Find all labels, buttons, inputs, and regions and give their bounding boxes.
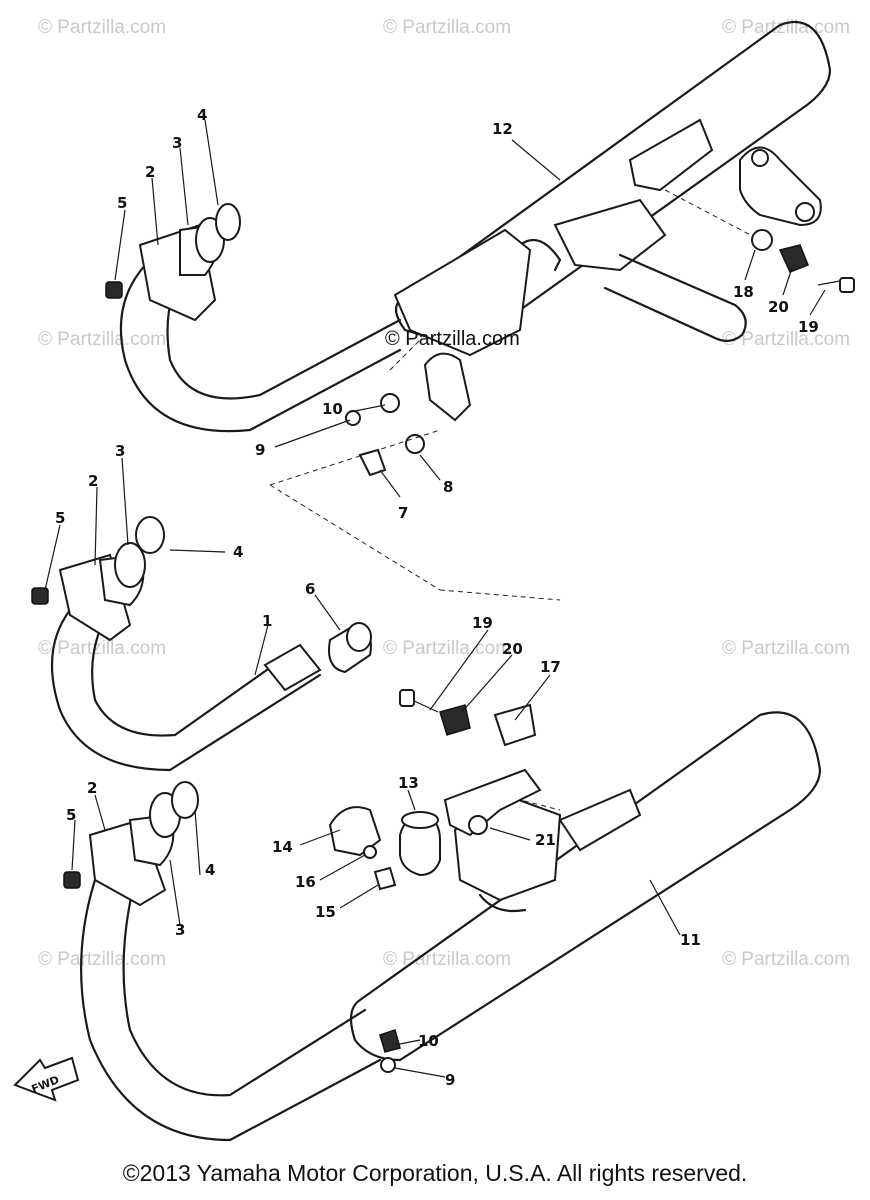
callout-10: 10	[322, 400, 343, 418]
callout-5: 5	[117, 194, 127, 212]
callout-4: 4	[197, 106, 207, 124]
watermark-text: © Partzilla.com	[383, 17, 511, 38]
callout-9: 9	[255, 441, 265, 459]
callout-9: 9	[445, 1071, 455, 1089]
callout-15: 15	[315, 903, 336, 921]
callout-17: 17	[540, 658, 561, 676]
callout-3: 3	[172, 134, 182, 152]
callout-2: 2	[88, 472, 98, 490]
collar-part-6	[328, 622, 372, 674]
callout-18: 18	[733, 283, 754, 301]
exhaust-pipe-upper	[105, 203, 402, 433]
center-watermark: © Partzilla.com	[385, 328, 520, 350]
callout-19: 19	[798, 318, 819, 336]
callout-21: 21	[535, 831, 556, 849]
callout-3: 3	[175, 921, 185, 939]
callout-5: 5	[66, 806, 76, 824]
callout-10: 10	[418, 1032, 439, 1050]
watermark-text: © Partzilla.com	[383, 638, 511, 659]
forward-direction-arrow: FWD	[13, 1056, 80, 1102]
muffler-upper-part-12	[393, 20, 832, 357]
callout-8: 8	[443, 478, 453, 496]
watermark-grid: © Partzilla.com © Partzilla.com © Partzi…	[38, 17, 850, 970]
callout-3: 3	[115, 442, 125, 460]
watermark-text: © Partzilla.com	[722, 949, 850, 970]
callout-4: 4	[233, 543, 243, 561]
callout-4: 4	[205, 861, 215, 879]
hardware-lower	[328, 689, 542, 1073]
callout-6: 6	[305, 580, 315, 598]
callout-1: 1	[262, 612, 272, 630]
callout-12: 12	[492, 120, 513, 138]
callout-11: 11	[680, 931, 701, 949]
watermark-text: © Partzilla.com	[38, 329, 166, 350]
exhaust-pipe-middle-part-1	[31, 516, 322, 772]
watermark-text: © Partzilla.com	[38, 638, 166, 659]
callout-16: 16	[295, 873, 316, 891]
watermark-text: © Partzilla.com	[38, 17, 166, 38]
watermark-text: © Partzilla.com	[383, 949, 511, 970]
exhaust-pipe-lower	[63, 781, 382, 1142]
callout-13: 13	[398, 774, 419, 792]
watermark-text: © Partzilla.com	[722, 638, 850, 659]
callout-14: 14	[272, 838, 293, 856]
callout-7: 7	[398, 504, 408, 522]
callout-20: 20	[768, 298, 789, 316]
watermark-text: © Partzilla.com	[722, 329, 850, 350]
callout-labels: 4 3 2 5 12 18 20 19 10 9 8 7 3 2 5 4 6 1…	[55, 106, 819, 1089]
muffler-lower-part-11	[349, 711, 822, 1062]
copyright-notice: ©2013 Yamaha Motor Corporation, U.S.A. A…	[122, 1160, 748, 1186]
watermark-text: © Partzilla.com	[38, 949, 166, 970]
callout-2: 2	[145, 163, 155, 181]
callout-20: 20	[502, 640, 523, 658]
leader-lines	[44, 119, 826, 1078]
callout-19: 19	[472, 614, 493, 632]
callout-5: 5	[55, 509, 65, 527]
watermark-text: © Partzilla.com	[722, 17, 850, 38]
callout-2: 2	[87, 779, 97, 797]
hardware-upper	[345, 229, 855, 477]
